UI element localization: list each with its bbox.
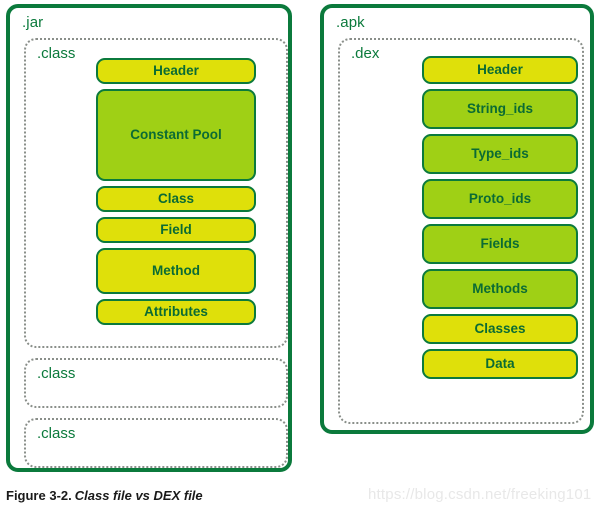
figure-caption-number: Figure 3-2. — [6, 488, 72, 503]
section-block: Attributes — [96, 299, 256, 325]
figure-caption: Figure 3-2.Class file vs DEX file — [6, 488, 203, 503]
class-file-container-2: .class — [24, 358, 288, 408]
section-block: Field — [96, 217, 256, 243]
section-block: Proto_ids — [422, 179, 578, 219]
section-block: Methods — [422, 269, 578, 309]
apk-archive-label: .apk — [336, 14, 365, 31]
section-block: Method — [96, 248, 256, 294]
dex-file-label: .dex — [351, 45, 380, 62]
jar-archive-label: .jar — [22, 14, 44, 31]
watermark-url: https://blog.csdn.net/freeking101 — [368, 486, 592, 503]
class-file-label-3: .class — [37, 425, 76, 442]
figure-caption-title: Class file vs DEX file — [74, 488, 203, 503]
section-block: Header — [96, 58, 256, 84]
section-block: Header — [422, 56, 578, 84]
class-file-container-3: .class — [24, 418, 288, 468]
class-file-label-1: .class — [37, 45, 76, 62]
section-block: Classes — [422, 314, 578, 344]
section-block: Class — [96, 186, 256, 212]
section-block: Type_ids — [422, 134, 578, 174]
class-file-label-2: .class — [37, 365, 76, 382]
section-block: Fields — [422, 224, 578, 264]
section-block: Data — [422, 349, 578, 379]
section-block: Constant Pool — [96, 89, 256, 181]
section-block: String_ids — [422, 89, 578, 129]
